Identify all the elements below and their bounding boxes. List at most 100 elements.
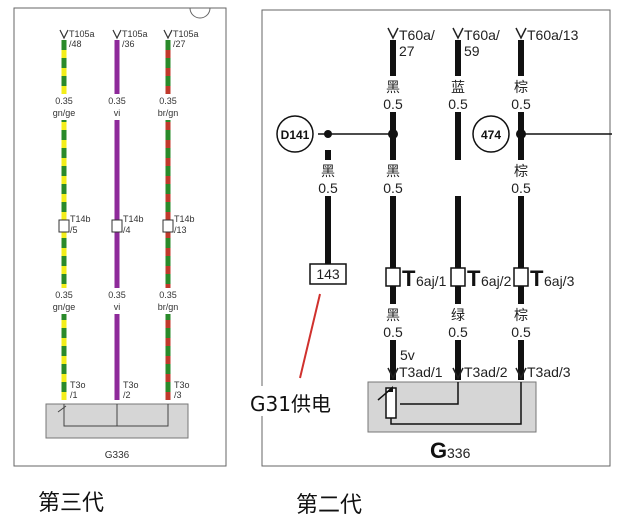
voltage-label: 5v	[400, 347, 415, 363]
right-mid-connector-1	[385, 267, 401, 287]
left-size-2a: 0.35	[108, 96, 126, 106]
right-size-1b: 0.5	[383, 180, 403, 196]
left-color-2b: vi	[114, 302, 121, 312]
left-size-1a: 0.35	[55, 96, 73, 106]
left-panel-arc	[189, 7, 211, 19]
right-lower-label-bg	[378, 304, 538, 340]
right-size-3a: 0.5	[511, 96, 531, 112]
left-component-internal	[63, 404, 169, 427]
left-component-label: G336	[105, 450, 130, 461]
d141-node-label: D141	[281, 128, 310, 142]
right-top-connectors	[387, 27, 527, 40]
left-bot-no-1: /1	[70, 390, 78, 400]
right-component-arrowhead	[386, 386, 393, 392]
node-474-label: 474	[481, 128, 501, 142]
annotation-line	[299, 293, 321, 379]
right-color-3b: 棕	[514, 163, 528, 179]
left-mid-connector-3	[162, 219, 174, 233]
right-bot-connector-3	[515, 367, 527, 380]
right-component-internal	[390, 382, 522, 425]
left-color-3b: br/gn	[158, 302, 179, 312]
left-mid-no-2: /4	[123, 225, 131, 235]
right-second-label-bg	[312, 160, 538, 196]
left-top-connector-3	[163, 29, 173, 40]
d141-wire-size: 0.5	[318, 180, 338, 196]
right-bot-pin-3: T3ad/3	[527, 364, 571, 380]
left-top-connectors	[59, 29, 173, 40]
left-mid-pin-2: T14b	[123, 214, 144, 224]
right-color-2c: 绿	[451, 307, 465, 323]
left-top-pin-1: T105a	[69, 29, 95, 39]
right-mid-pin-1: 6aj/1	[416, 273, 447, 289]
left-bot-pin-2: T3o	[123, 380, 139, 390]
left-color-1a: gn/ge	[53, 108, 76, 118]
right-component-number: 336	[447, 445, 471, 461]
right-bot-connector-2	[452, 367, 464, 380]
d141-node	[276, 115, 314, 153]
right-size-2c: 0.5	[448, 324, 468, 340]
left-mid-no-1: /5	[70, 225, 78, 235]
right-color-2a: 蓝	[451, 79, 465, 95]
left-top-connector-2	[112, 29, 122, 40]
right-mid-connector-2	[450, 267, 466, 287]
right-size-2a: 0.5	[448, 96, 468, 112]
left-mid-no-3: /13	[174, 225, 187, 235]
right-top-pin-2: T60a/	[464, 27, 500, 43]
left-upper-label-bg	[44, 94, 194, 120]
left-component-arrow	[57, 405, 67, 413]
left-mid-pin-1: T14b	[70, 214, 91, 224]
relay-box-143-label: 143	[316, 266, 340, 282]
annotation-label: G31供电	[250, 392, 331, 416]
left-top-no-3: /27	[173, 39, 186, 49]
left-bot-pin-1: T3o	[70, 380, 86, 390]
right-top-no-1: 27	[399, 43, 415, 59]
right-size-1c: 0.5	[383, 324, 403, 340]
left-bot-no-2: /2	[123, 390, 131, 400]
left-color-2a: vi	[114, 108, 121, 118]
left-mid-connector-2	[111, 219, 123, 233]
right-splice-d141	[324, 130, 332, 138]
right-top-connector-2	[452, 27, 464, 40]
left-mid-pin-3: T14b	[174, 214, 195, 224]
right-color-1b: 黑	[386, 163, 400, 179]
left-color-1b: gn/ge	[53, 302, 76, 312]
right-mid-pin-3: 6aj/3	[544, 273, 575, 289]
right-splice-3	[516, 129, 526, 139]
right-mid-pin-letter-2: T	[467, 266, 481, 291]
right-size-1a: 0.5	[383, 96, 403, 112]
node-474	[472, 115, 510, 153]
left-bot-no-3: /3	[174, 390, 182, 400]
right-color-3c: 棕	[514, 307, 528, 323]
left-top-connector-1	[59, 29, 69, 40]
right-size-3c: 0.5	[511, 324, 531, 340]
left-size-1b: 0.35	[55, 290, 73, 300]
right-top-connector-3	[515, 27, 527, 40]
left-size-3b: 0.35	[159, 290, 177, 300]
right-component-letter: G	[430, 438, 447, 463]
left-top-no-2: /36	[122, 39, 135, 49]
d141-wire-color: 黑	[321, 163, 335, 179]
right-color-1a: 黑	[386, 79, 400, 95]
left-color-3a: br/gn	[158, 108, 179, 118]
right-mid-pin-letter-1: T	[402, 266, 416, 291]
right-bot-connector-1	[387, 367, 399, 380]
left-top-pin-2: T105a	[122, 29, 148, 39]
right-top-no-2: 59	[464, 43, 480, 59]
right-mid-pin-2: 6aj/2	[481, 273, 512, 289]
left-top-no-1: /48	[69, 39, 82, 49]
right-bot-pin-1: T3ad/1	[399, 364, 443, 380]
left-caption: 第三代	[38, 491, 104, 516]
right-mid-pin-letter-3: T	[530, 266, 544, 291]
right-top-pin-1: T60a/	[399, 27, 435, 43]
right-top-pin-3: T60a/13	[527, 27, 579, 43]
right-upper-label-bg	[378, 76, 538, 112]
right-size-3b: 0.5	[511, 180, 531, 196]
right-color-1c: 黑	[386, 307, 400, 323]
right-top-connector-1	[387, 27, 399, 40]
left-size-2b: 0.35	[108, 290, 126, 300]
left-lower-label-bg	[44, 288, 194, 314]
right-color-3a: 棕	[514, 79, 528, 95]
left-diagram-panel: T105a /48 T105a /36 T105a /27 0.35 gn/ge…	[13, 7, 227, 467]
left-mid-connector-1	[58, 219, 70, 233]
